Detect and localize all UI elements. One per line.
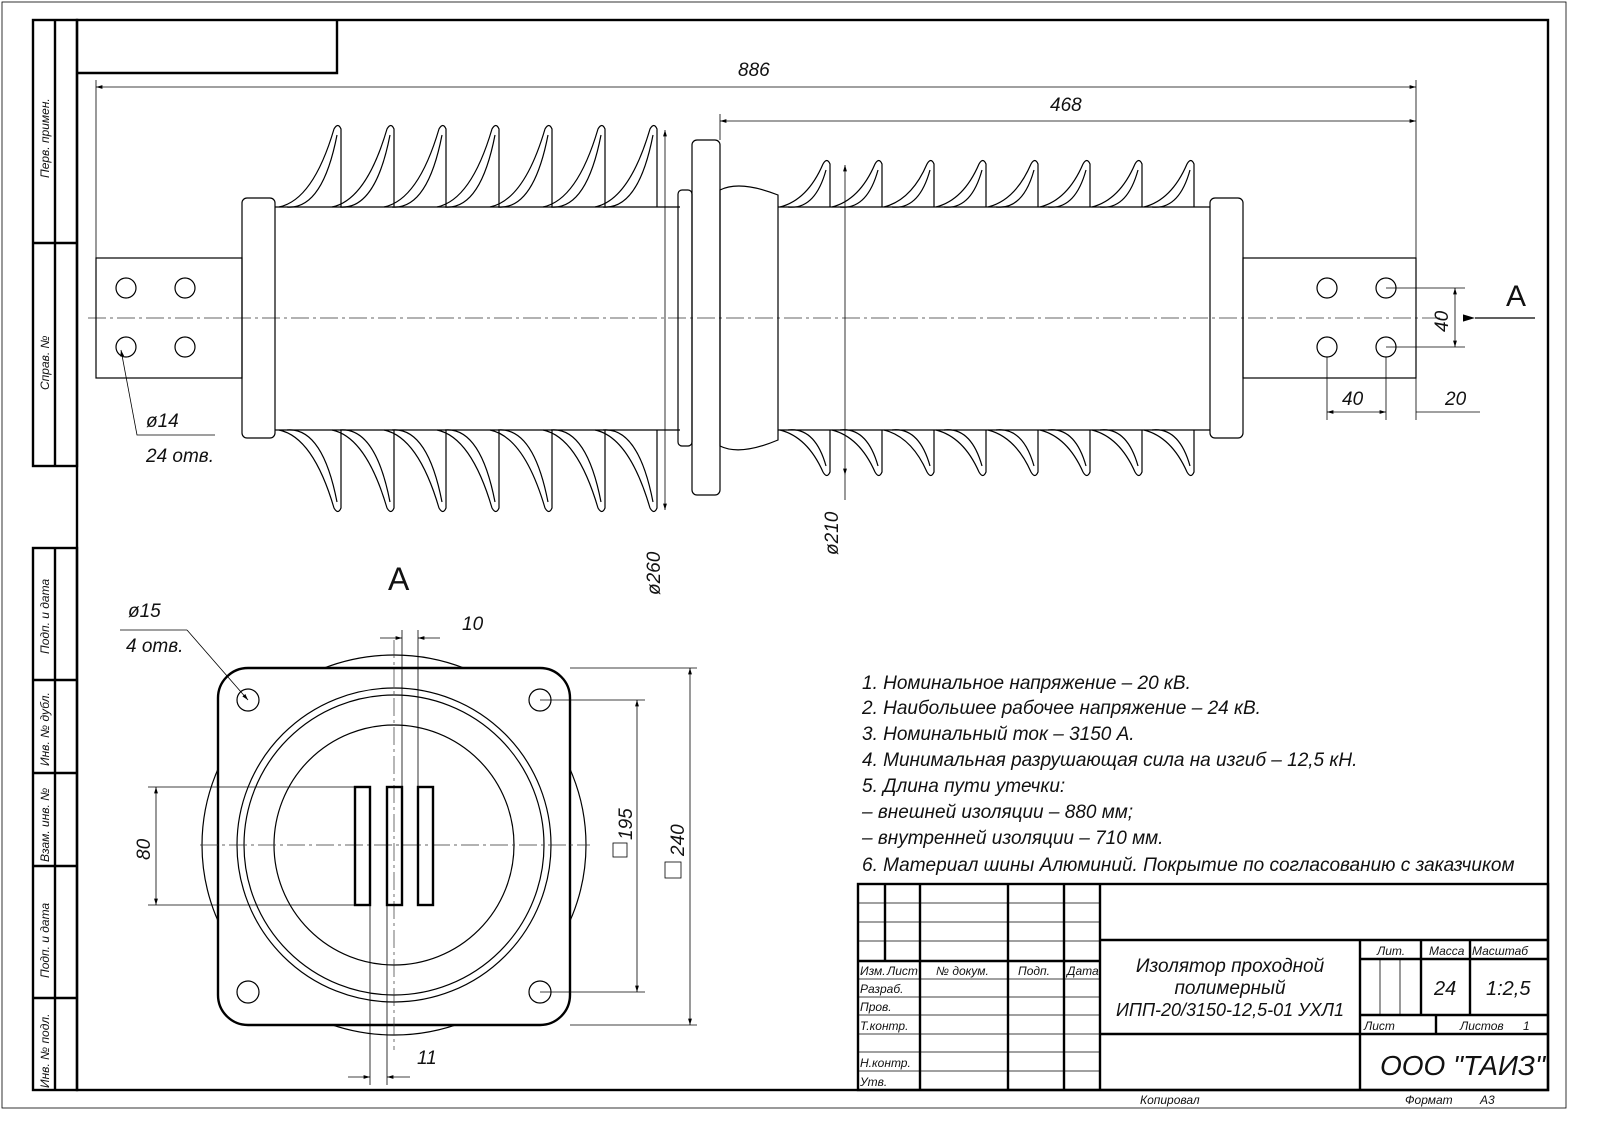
tb-role: Т.контр. — [860, 1019, 908, 1033]
shed — [779, 159, 831, 477]
format-value: А3 — [1479, 1093, 1495, 1107]
copied-label: Копировал — [1140, 1093, 1200, 1107]
technical-notes: 1. Номинальное напряжение – 20 кВ. 2. На… — [861, 673, 1515, 876]
dim-d210: ø210 — [822, 511, 843, 555]
dim-d260: ø260 — [644, 551, 665, 595]
shed — [383, 124, 447, 513]
strip-label: Инв. № дубл. — [38, 692, 52, 766]
tb-header: Изм. — [860, 964, 886, 978]
tb-header: Дата — [1065, 964, 1099, 978]
shed — [987, 159, 1039, 477]
note-line: – внешней изоляции – 880 мм; — [861, 802, 1133, 823]
note-line: 1. Номинальное напряжение – 20 кВ. — [862, 673, 1191, 694]
hole-diameter: ø14 — [146, 411, 179, 432]
right-end-cap — [1209, 197, 1244, 439]
scale-value: 1:2,5 — [1486, 978, 1531, 1000]
top-left-box — [77, 20, 339, 75]
flange-hole — [236, 980, 260, 1004]
company-name: ООО "ТАИЗ" — [1380, 1050, 1546, 1081]
strip-label: Справ. № — [38, 335, 52, 390]
shed — [542, 124, 606, 513]
dim-total: 886 — [738, 60, 770, 81]
sheets-label: Листов — [1459, 1019, 1504, 1033]
tb-header: № докум. — [936, 964, 989, 978]
dim-gap: 11 — [417, 1048, 437, 1069]
shed — [883, 159, 935, 477]
mass-label: Масса — [1429, 944, 1465, 958]
busbar-slot — [385, 785, 404, 907]
shed — [831, 159, 883, 477]
dim-195: 195 — [616, 808, 637, 840]
view-a-title: A — [388, 561, 410, 597]
dim-bolt-horizontal: 40 — [1342, 389, 1364, 410]
note-line: 4. Минимальная разрушающая сила на изгиб… — [862, 750, 1357, 771]
dim-80: 80 — [134, 838, 155, 860]
bolt-hole — [174, 336, 196, 358]
product-name: Изолятор проходной — [1136, 956, 1325, 977]
note-line: 3. Номинальный ток – 3150 А. — [862, 724, 1135, 745]
view-arrow-label: A — [1506, 280, 1526, 313]
strip-label: Инв. № подл. — [38, 1014, 52, 1088]
flange-hole-count: 4 отв. — [126, 636, 183, 657]
product-designation: ИПП-20/3150-12,5-01 УХЛ1 — [1116, 1000, 1344, 1020]
strip-label: Перв. примен. — [38, 98, 52, 178]
sheet-label: Лист — [1363, 1019, 1395, 1033]
hole-count: 24 отв. — [145, 446, 214, 467]
tb-role: Н.контр. — [860, 1056, 911, 1070]
bolt-hole — [174, 277, 196, 299]
shed — [436, 124, 500, 513]
shed — [1143, 159, 1195, 477]
shed — [594, 124, 658, 513]
note-line: 2. Наибольшее рабочее напряжение – 24 кВ… — [861, 698, 1261, 719]
dim-240: 240 — [668, 824, 689, 857]
tb-header: Лист — [886, 964, 918, 978]
scale-label: Масштаб — [1472, 944, 1529, 958]
view-a: A ø15 4 отв. 10 11 80 195 240 — [120, 561, 697, 1085]
tb-role: Утв. — [859, 1075, 887, 1089]
dim-bolt-vertical: 40 — [1432, 310, 1453, 332]
strip-label: Взам. инв. № — [38, 788, 52, 862]
side-strip: Перв. примен. Справ. № Подп. и дата Инв.… — [31, 18, 79, 1092]
dim-right: 468 — [1050, 95, 1082, 116]
strip-label: Подп. и дата — [38, 903, 52, 978]
dim-slot: 10 — [462, 614, 484, 635]
shed — [935, 159, 987, 477]
shed — [331, 124, 395, 513]
shed — [1039, 159, 1091, 477]
tb-role: Разраб. — [860, 982, 903, 996]
shed — [278, 124, 342, 513]
flange-hole-diameter: ø15 — [128, 601, 161, 622]
title-block: Изм. Лист № докум. Подп. Дата Разраб. Пр… — [856, 882, 1550, 1107]
bolt-hole — [1316, 336, 1338, 358]
product-name: полимерный — [1174, 978, 1285, 999]
format-label: Формат — [1405, 1093, 1453, 1107]
flange-hole — [236, 688, 260, 712]
busbar-slot — [416, 785, 435, 907]
bolt-hole — [1316, 277, 1338, 299]
sheets-value: 1 — [1523, 1019, 1530, 1033]
busbar-slot — [353, 785, 372, 907]
note-line: – внутренней изоляции – 710 мм. — [861, 828, 1163, 849]
sheet-border — [1, 1, 1567, 1109]
shed — [489, 124, 553, 513]
bolt-hole — [115, 336, 137, 358]
dim-edge: 20 — [1444, 389, 1467, 410]
tb-role: Пров. — [860, 1000, 892, 1014]
insulator-side-view: 886 468 ø260 ø210 40 40 20 A ø14 24 отв. — [88, 60, 1535, 595]
shed — [1091, 159, 1143, 477]
note-line: 5. Длина пути утечки: — [862, 776, 1065, 797]
mass-value: 24 — [1433, 978, 1456, 1000]
lit-label: Лит. — [1376, 944, 1405, 958]
strip-label: Подп. и дата — [38, 579, 52, 654]
bolt-hole — [115, 277, 137, 299]
note-line: 6. Материал шины Алюминий. Покрытие по с… — [862, 855, 1515, 876]
left-end-cap — [241, 197, 276, 439]
central-flange — [691, 139, 721, 496]
tb-header: Подп. — [1018, 964, 1050, 978]
